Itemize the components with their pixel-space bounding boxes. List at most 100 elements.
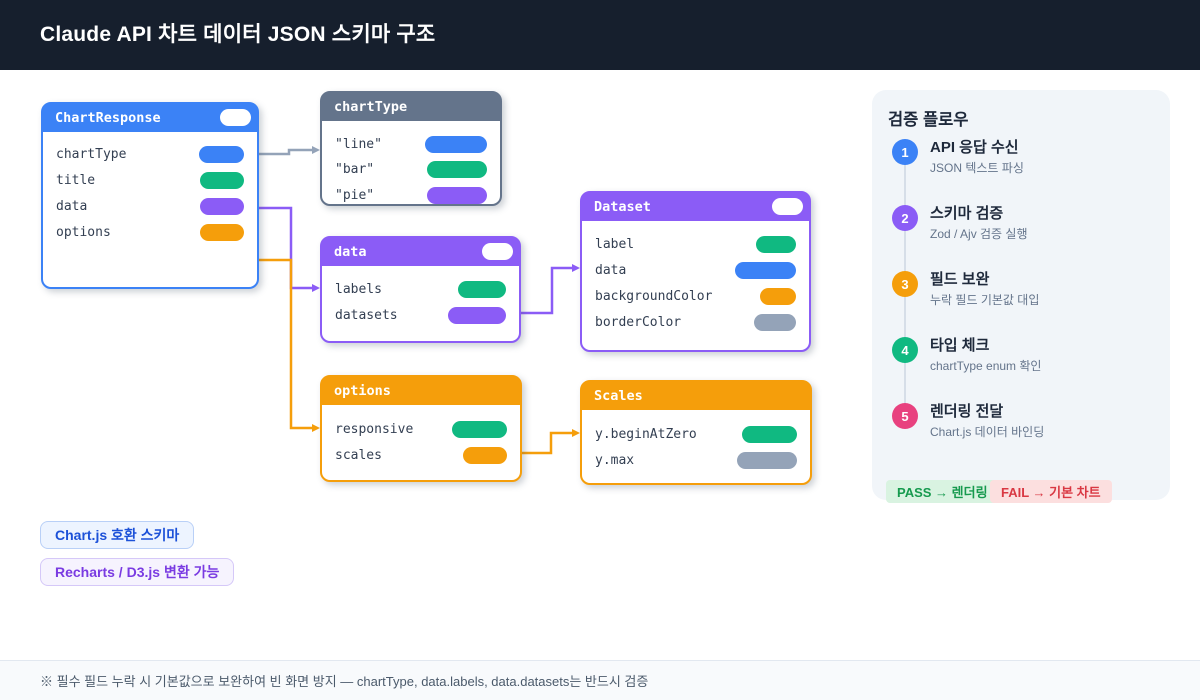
field-name: responsive: [335, 422, 414, 437]
step-number-badge: 1: [892, 139, 918, 165]
box-title: options: [334, 382, 391, 399]
field-type-badge: [742, 426, 797, 443]
tag-chartjs-compatible: Chart.js 호환 스키마: [40, 521, 195, 549]
field-name: chartType: [56, 147, 127, 162]
box-title: Dataset: [594, 198, 651, 215]
schema-box-data: data labels datasets: [320, 236, 521, 343]
field-name: title: [56, 173, 96, 188]
box-header: ChartResponse: [42, 103, 258, 132]
step-text: 스키마 검증 Zod / Ajv 검증 실행: [930, 205, 1028, 242]
box-title: ChartResponse: [55, 109, 161, 126]
field-type-badge: [427, 161, 487, 178]
box-header: options: [321, 376, 521, 405]
arrow-chartresponse-to-options: [259, 258, 320, 432]
field-name: datasets: [335, 308, 398, 323]
schema-field-row: datasets: [335, 307, 506, 324]
arrow-options-to-scales: [522, 429, 580, 455]
box-title: data: [334, 243, 367, 260]
field-name: "pie": [335, 188, 375, 203]
field-type-badge: [200, 198, 244, 215]
flow-step-2: 2 스키마 검증 Zod / Ajv 검증 실행: [892, 205, 1028, 242]
schema-field-row: "line": [335, 136, 487, 153]
schema-field-row: y.max: [595, 452, 797, 469]
step-text: 타입 체크 chartType enum 확인: [930, 337, 1041, 374]
step-text: 렌더링 전달 Chart.js 데이터 바인딩: [930, 403, 1044, 440]
field-name: options: [56, 225, 111, 240]
field-type-badge: [200, 224, 244, 241]
field-name: scales: [335, 448, 382, 463]
field-type-badge: [754, 314, 796, 331]
field-type-badge: [427, 187, 487, 204]
header-pill: [482, 243, 513, 260]
step-number-badge: 2: [892, 205, 918, 231]
step-title: 타입 체크: [930, 337, 990, 354]
schema-field-row: responsive: [335, 421, 507, 438]
step-title: 스키마 검증: [930, 205, 1004, 222]
flow-step-5: 5 렌더링 전달 Chart.js 데이터 바인딩: [892, 403, 1044, 440]
schema-field-row: labels: [335, 281, 506, 298]
step-title: 필드 보완: [930, 271, 990, 288]
flow-panel-title: 검증 플로우: [888, 111, 969, 129]
schema-field-row: "bar": [335, 161, 487, 178]
tag-recharts-convertible: Recharts / D3.js 변환 가능: [40, 558, 235, 586]
schema-field-row: data: [595, 262, 796, 279]
flow-step-4: 4 타입 체크 chartType enum 확인: [892, 337, 1041, 374]
field-type-badge: [735, 262, 796, 279]
schema-field-row: options: [56, 224, 244, 241]
title-bar: Claude API 차트 데이터 JSON 스키마 구조: [0, 0, 1200, 70]
schema-field-row: label: [595, 236, 796, 253]
field-type-badge: [448, 307, 506, 324]
arrow-chartresponse-to-data: [259, 206, 320, 292]
field-name: borderColor: [595, 315, 682, 330]
field-name: backgroundColor: [595, 289, 713, 304]
field-name: label: [595, 237, 635, 252]
box-title: chartType: [334, 98, 408, 115]
step-subtitle: chartType enum 확인: [930, 359, 1042, 373]
schema-box-dataset: Dataset label data backgroundColor borderCol…: [580, 191, 811, 352]
schema-box-options: options responsive scales: [320, 375, 522, 482]
footer-note-bar: ※ 필수 필드 누락 시 기본값으로 보완하여 빈 화면 방지 — chartT…: [0, 660, 1200, 700]
schema-field-row: scales: [335, 447, 507, 464]
field-name: "bar": [335, 162, 375, 177]
field-name: "line": [335, 137, 382, 152]
field-type-badge: [425, 136, 487, 153]
field-type-badge: [463, 447, 507, 464]
field-name: y.max: [595, 453, 635, 468]
footer-note: ※ 필수 필드 누락 시 기본값으로 보완하여 빈 화면 방지 — chartT…: [40, 674, 649, 689]
field-type-badge: [760, 288, 796, 305]
field-type-badge: [756, 236, 796, 253]
schema-box-chartType: chartType "line" "bar" "pie": [320, 91, 502, 206]
step-title: 렌더링 전달: [930, 403, 1004, 420]
step-title: API 응답 수신: [930, 139, 1019, 156]
step-number-badge: 5: [892, 403, 918, 429]
step-subtitle: 누락 필드 기본값 대입: [930, 293, 1040, 307]
field-type-badge: [452, 421, 507, 438]
schema-field-row: backgroundColor: [595, 288, 796, 305]
field-type-badge: [200, 172, 244, 189]
step-number-badge: 3: [892, 271, 918, 297]
pass-result-badge: PASS → 렌더링: [886, 480, 999, 503]
field-type-badge: [199, 146, 244, 163]
schema-field-row: y.beginAtZero: [595, 426, 797, 443]
step-number-badge: 4: [892, 337, 918, 363]
schema-field-row: borderColor: [595, 314, 796, 331]
fail-result-badge: FAIL → 기본 차트: [990, 480, 1112, 503]
box-header: Dataset: [581, 192, 810, 221]
box-header: chartType: [321, 92, 501, 121]
field-name: labels: [335, 282, 382, 297]
step-subtitle: Chart.js 데이터 바인딩: [930, 425, 1045, 439]
schema-box-chartResponse: ChartResponse chartType title data options: [41, 102, 259, 289]
schema-field-row: data: [56, 198, 244, 215]
header-pill: [220, 109, 251, 126]
header-pill: [772, 198, 803, 215]
arrow-data-to-dataset: [521, 264, 580, 315]
step-subtitle: Zod / Ajv 검증 실행: [930, 227, 1028, 241]
schema-field-row: title: [56, 172, 244, 189]
